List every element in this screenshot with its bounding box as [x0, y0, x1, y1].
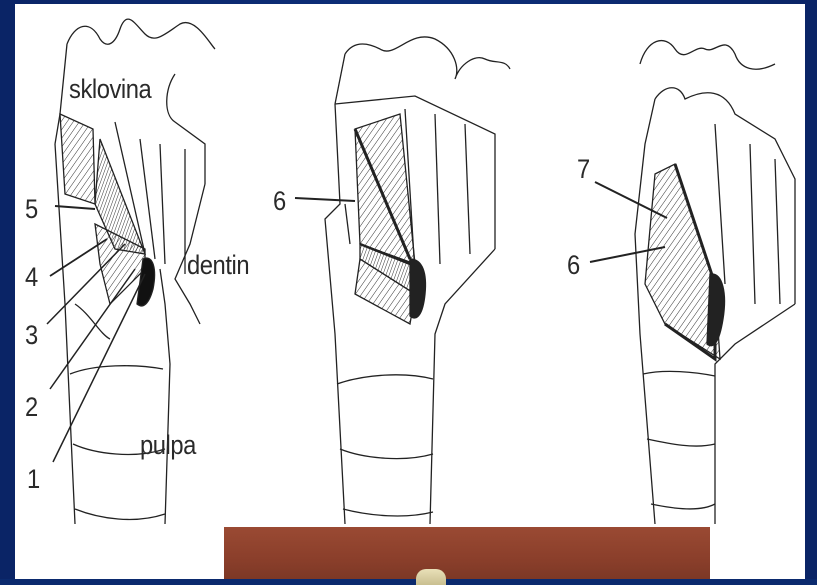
label-5: 5 [25, 196, 38, 223]
tooth-photo [224, 527, 710, 579]
label-7: 7 [577, 156, 590, 183]
diagram-3 [590, 41, 795, 524]
illustration-panel: sklovina dentin pulpa 5 4 3 2 1 6 7 6 [15, 4, 805, 579]
label-1: 1 [27, 466, 40, 493]
label-6-diagram-3: 6 [567, 252, 580, 279]
tooth-crown-image [416, 569, 446, 585]
label-pulpa: pulpa [140, 432, 196, 459]
diagram-2 [295, 37, 510, 524]
label-4: 4 [25, 264, 38, 291]
label-6-diagram-2: 6 [273, 188, 286, 215]
label-2: 2 [25, 394, 38, 421]
label-dentin: dentin [187, 252, 249, 279]
label-3: 3 [25, 322, 38, 349]
label-sklovina: sklovina [69, 76, 151, 103]
